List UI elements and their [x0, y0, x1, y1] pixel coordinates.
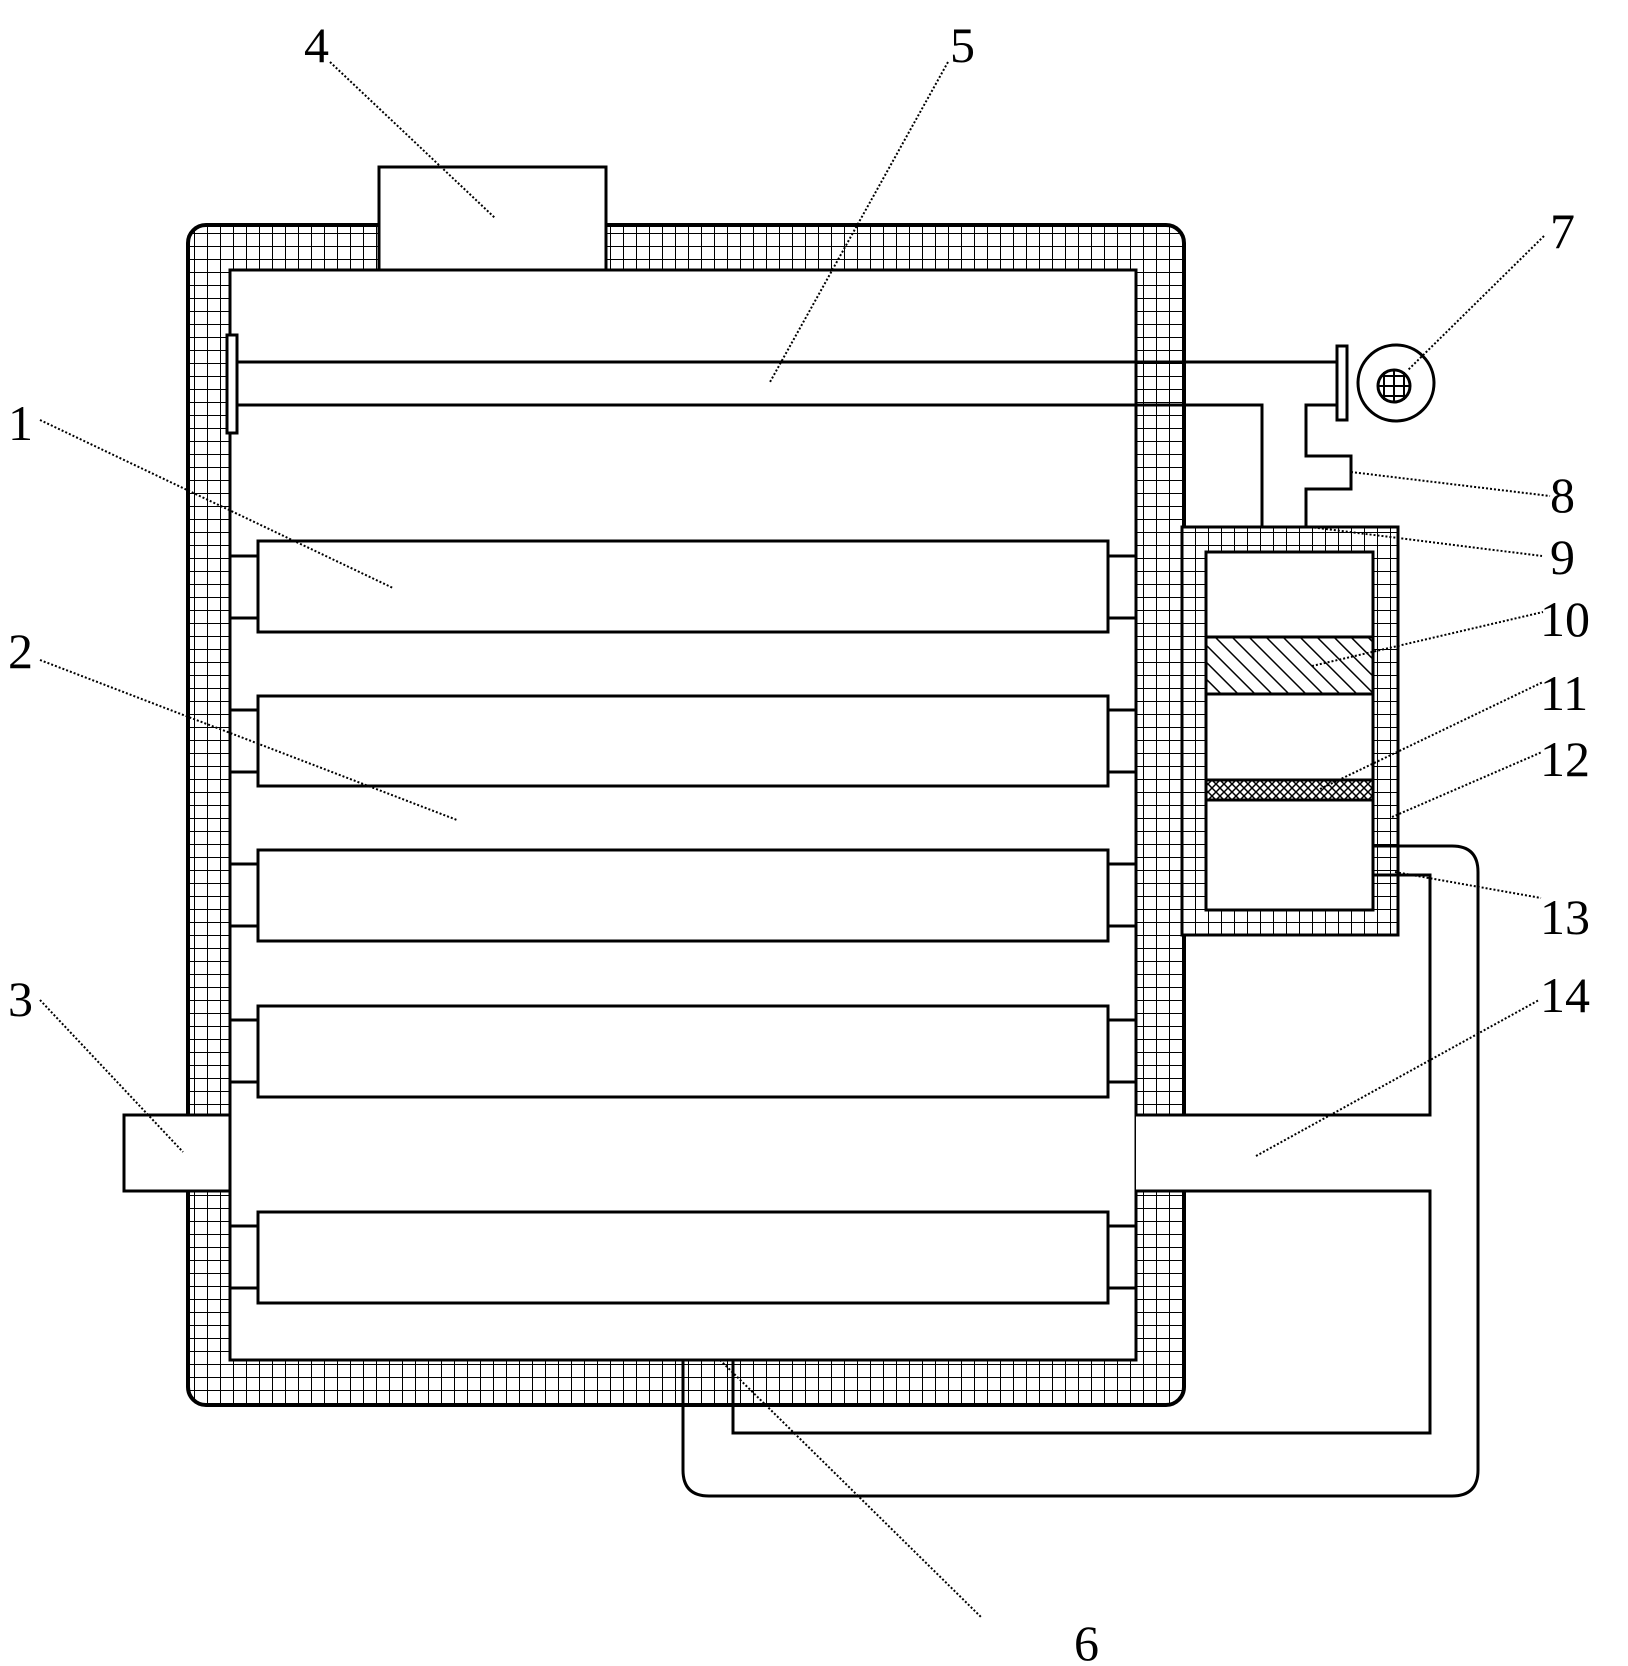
label-10: 10: [1540, 591, 1590, 647]
left-side-box: [122, 1113, 232, 1193]
label-12: 12: [1540, 731, 1590, 787]
roller: [228, 539, 1138, 634]
label-8: 8: [1550, 467, 1575, 523]
leader-lines: [39, 61, 1551, 1619]
label-6: 6: [1074, 1615, 1099, 1666]
label-4: 4: [304, 17, 329, 73]
valve-connector: [1304, 425, 1353, 527]
label-2: 2: [8, 623, 33, 679]
filter-layer-hatched: [1204, 635, 1375, 696]
label-11: 11: [1540, 665, 1588, 721]
top-pipe: [225, 333, 1349, 527]
roller: [228, 1210, 1138, 1305]
roller: [228, 694, 1138, 788]
label-5: 5: [950, 17, 975, 73]
return-pipe: [681, 844, 1480, 1498]
label-9: 9: [1550, 529, 1575, 585]
fan-icon: [1356, 343, 1436, 423]
label-14: 14: [1540, 967, 1590, 1023]
roller: [228, 848, 1138, 943]
roller-group: [228, 539, 1138, 1305]
inner-chamber: [228, 268, 1138, 1362]
filter-layer-mesh: [1204, 778, 1375, 802]
filter-box: [1180, 525, 1400, 937]
roller: [228, 1004, 1138, 1099]
label-13: 13: [1540, 889, 1590, 945]
label-7: 7: [1550, 203, 1575, 259]
top-box: [377, 165, 608, 272]
label-3: 3: [8, 971, 33, 1027]
label-1: 1: [8, 395, 33, 451]
